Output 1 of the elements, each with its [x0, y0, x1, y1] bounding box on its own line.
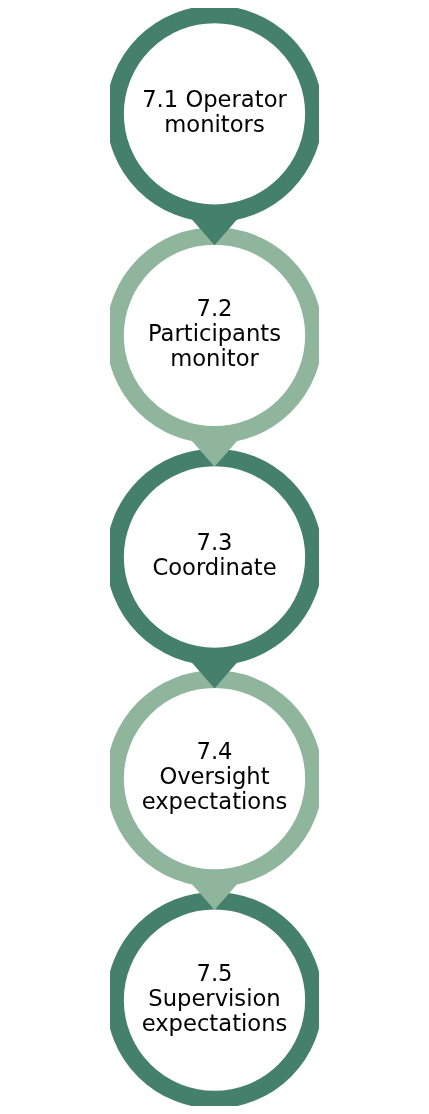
node-circle: 7.5 Supervision expectations [110, 891, 319, 1106]
